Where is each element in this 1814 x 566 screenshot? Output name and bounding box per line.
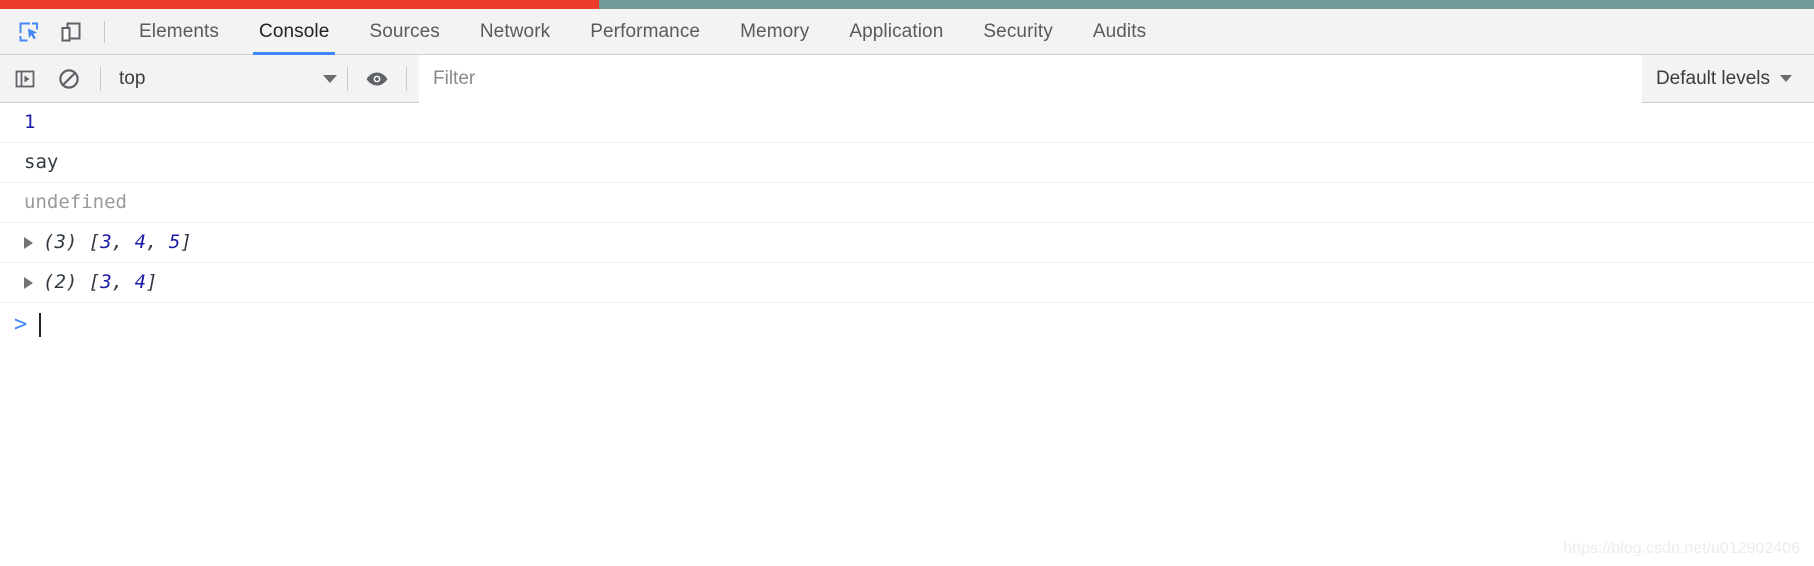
array-separator: , [146,230,169,253]
toolbar-divider-3 [406,66,407,91]
devtools-tabbar: Elements Console Sources Network Perform… [0,9,1814,55]
console-prompt-row[interactable]: > [0,303,1814,347]
progress-bar-fill [0,0,599,9]
live-expression-eye-icon[interactable] [360,62,394,96]
prompt-chevron-icon: > [14,312,28,337]
console-message-row[interactable]: (3) [3, 4, 5] [0,223,1814,263]
array-open-bracket: [ [88,270,101,293]
tab-label: Audits [1092,20,1147,42]
page-load-progress-bar [0,0,1814,9]
array-separator: , [111,270,135,293]
tab-label: Network [479,20,551,42]
log-levels-value: Default levels [1655,67,1770,89]
tab-performance[interactable]: Performance [570,9,720,55]
tab-label: Memory [740,20,810,42]
console-toolbar: top Default levels [0,54,1814,103]
console-filter-input[interactable] [419,54,1642,103]
tabbar-divider [104,20,105,43]
device-toolbar-icon[interactable] [54,15,88,49]
toolbar-divider-1 [100,66,101,91]
console-message-text: 1 [24,110,36,133]
array-item: 4 [134,230,147,253]
tab-sources[interactable]: Sources [349,9,459,55]
tab-audits[interactable]: Audits [1073,9,1166,55]
watermark-text: https://blog.csdn.net/u012902406 [1563,540,1800,557]
execution-context-select[interactable]: top [107,62,347,96]
array-length: (2) [43,270,78,293]
panel-tabs: Elements Console Sources Network Perform… [119,9,1166,55]
tab-label: Security [983,20,1053,42]
console-message-row[interactable]: 1 [0,103,1814,143]
console-sidebar-icon[interactable] [8,62,42,96]
chevron-down-icon [323,74,337,83]
array-open-bracket: [ [88,230,101,253]
tab-application[interactable]: Application [829,9,963,55]
console-message-row[interactable]: (2) [3, 4] [0,263,1814,303]
console-message-list[interactable]: 1 say undefined (3) [3, 4, 5] (2) [3, 4]… [0,103,1814,566]
tab-label: Performance [590,20,701,42]
inspect-cursor-icon[interactable] [12,15,46,49]
clear-console-icon[interactable] [52,62,86,96]
tab-label: Application [849,20,944,42]
tab-elements[interactable]: Elements [119,9,239,55]
chevron-down-icon [1780,75,1792,82]
tab-label: Sources [369,20,440,42]
tab-console[interactable]: Console [239,9,349,55]
tab-network[interactable]: Network [460,9,570,55]
array-item: 3 [100,270,112,293]
toolbar-divider-2 [347,66,348,91]
tab-memory[interactable]: Memory [720,9,829,55]
execution-context-value: top [119,67,146,89]
array-close-bracket: ] [180,230,192,253]
array-close-bracket: ] [146,270,158,293]
array-item: 3 [100,230,112,253]
array-item: 5 [168,230,181,253]
console-message-text: undefined [24,190,127,213]
console-message-row[interactable]: say [0,143,1814,183]
console-message-text: say [24,150,59,173]
expand-arrow-icon[interactable] [24,276,33,289]
array-item: 4 [134,270,147,293]
array-preview: (2) [3, 4] [43,271,157,295]
tab-label: Console [259,20,330,42]
log-levels-select[interactable]: Default levels [1652,62,1808,96]
tab-label: Elements [139,20,220,42]
expand-arrow-icon[interactable] [24,236,33,249]
text-caret [39,313,42,337]
tab-security[interactable]: Security [963,9,1072,55]
array-preview: (3) [3, 4, 5] [43,231,192,255]
console-message-row[interactable]: undefined [0,183,1814,223]
array-separator: , [111,230,135,253]
array-length: (3) [43,230,78,253]
